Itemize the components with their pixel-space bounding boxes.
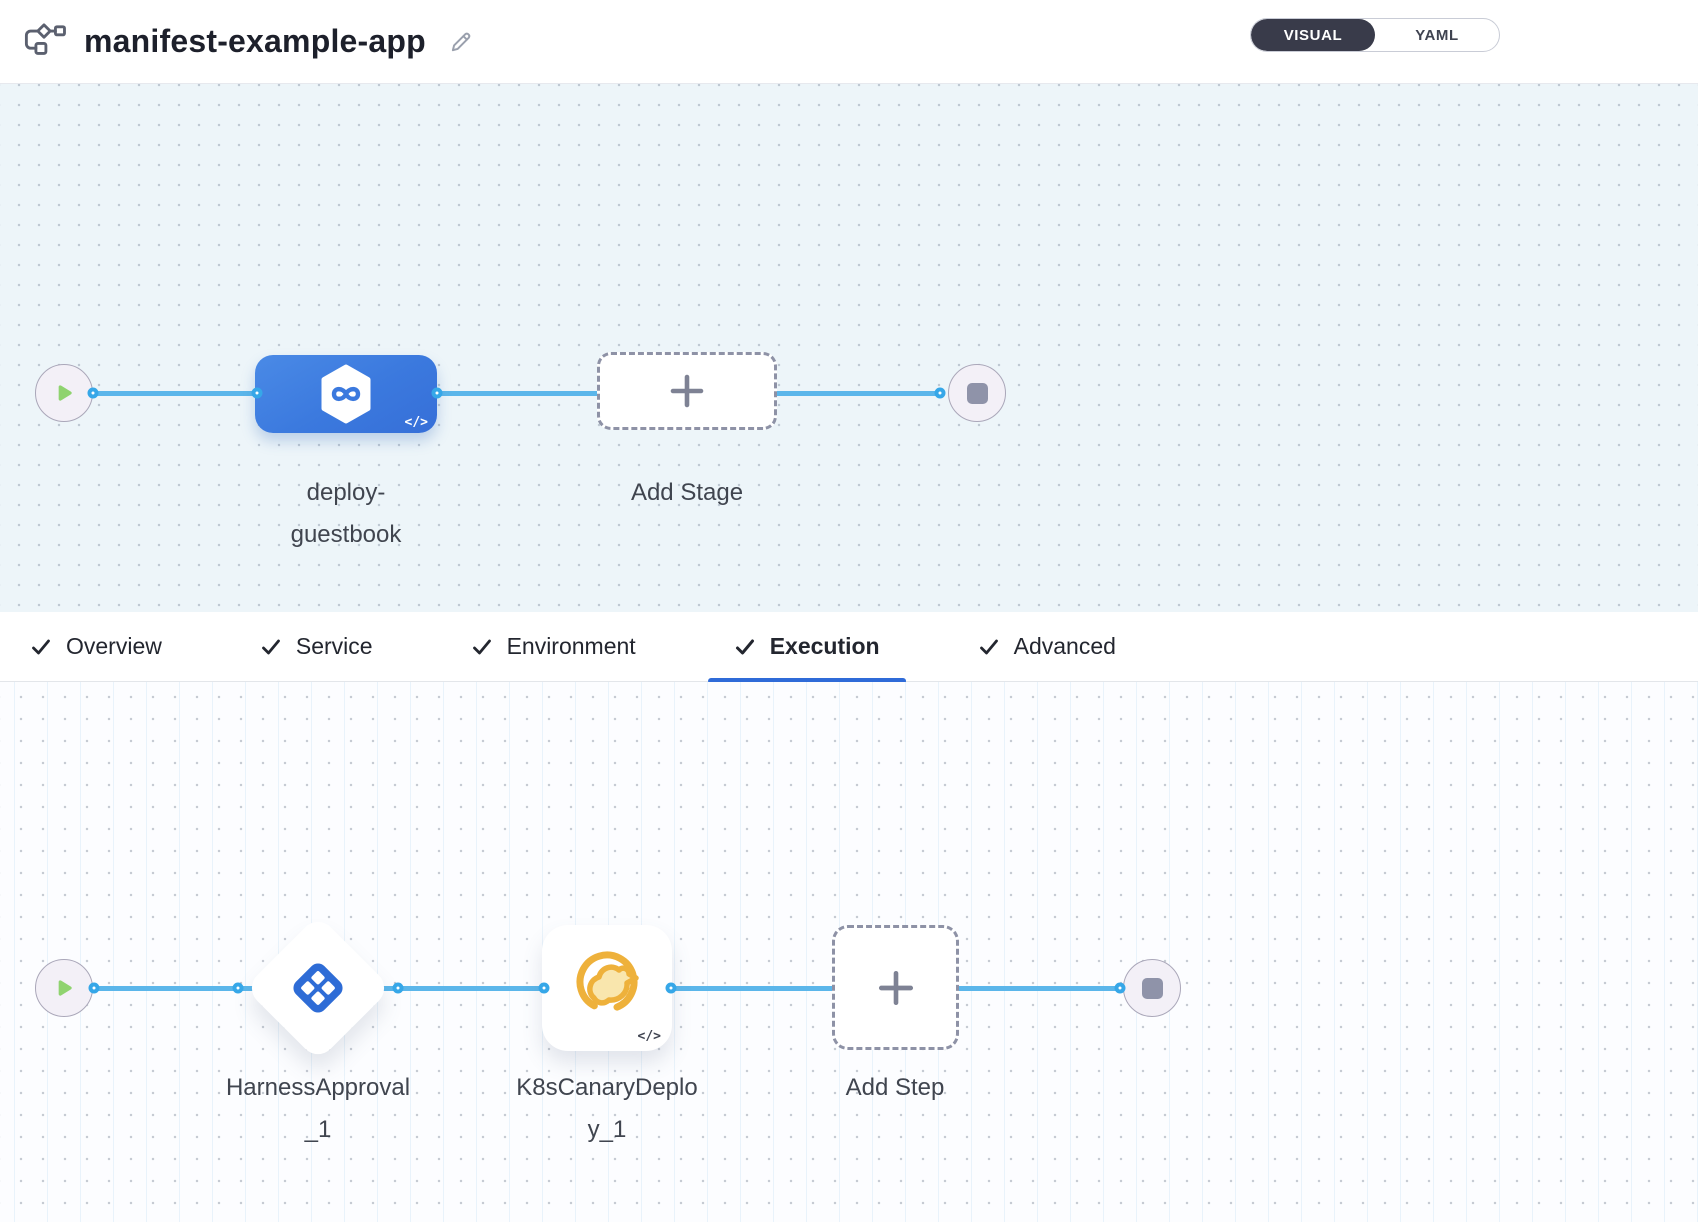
stage-code-badge[interactable]: </> [404,415,428,430]
header: manifest-example-app VISUAL YAML [0,0,1698,84]
connector-port [251,387,263,399]
connector-port [431,387,443,399]
step-node-harness-approval[interactable] [244,914,392,1062]
add-stage-button[interactable] [597,352,777,430]
pipeline-end-node [948,364,1006,422]
connector-port [1114,982,1126,994]
page-title: manifest-example-app [84,23,426,59]
stop-icon [966,382,988,404]
stage-pipeline-canvas[interactable]: </> deploy-guestbook Add Stage [0,84,1698,612]
connector-port [538,982,550,994]
tab-overview[interactable]: Overview [30,612,162,681]
tab-service[interactable]: Service [260,612,373,681]
tab-environment[interactable]: Environment [471,612,636,681]
execution-steps-canvas[interactable]: </> HarnessApproval_1 K8sCanaryDeploy_1 … [0,682,1698,1222]
execution-start-node [35,959,93,1017]
connector-port [665,982,677,994]
visual-toggle-button[interactable]: VISUAL [1251,19,1375,51]
stage-label: deploy-guestbook [290,479,402,548]
check-icon [261,639,280,654]
play-icon [58,980,72,996]
stage-connector-line [93,391,940,396]
tab-advanced[interactable]: Advanced [978,612,1116,681]
yaml-toggle-button[interactable]: YAML [1415,26,1459,44]
pipeline-icon [24,22,66,55]
connector-port [88,982,100,994]
add-step-label: Add Step [845,1074,945,1101]
execution-end-node [1123,959,1181,1017]
tab-label: Advanced [1013,633,1116,659]
connector-port [934,387,946,399]
step-code-badge[interactable]: </> [637,1029,661,1044]
tab-label: Overview [66,633,162,659]
canary-step-label: K8sCanaryDeploy_1 [516,1074,698,1143]
view-mode-toggle: VISUAL YAML [1250,18,1500,52]
connector-port [392,982,404,994]
tab-label: Environment [506,633,636,659]
plus-icon [878,970,913,1005]
cd-stage-hexagon-icon [321,364,371,424]
connector-port [87,387,99,399]
add-stage-label: Add Stage [630,479,744,506]
play-icon [58,385,72,401]
pipeline-start-node [35,364,93,422]
stop-icon [1141,977,1163,999]
plus-icon [670,374,704,408]
check-icon [472,639,491,654]
step-node-k8s-canary-deploy[interactable]: </> [542,925,672,1051]
connector-port [232,982,244,994]
stage-node-deploy-guestbook[interactable]: </> [255,355,437,433]
tab-label: Execution [769,633,880,659]
tab-label: Service [295,633,373,659]
check-icon [979,639,998,654]
approval-step-label: HarnessApproval_1 [225,1074,411,1143]
add-step-button[interactable] [832,925,959,1050]
stage-config-tabbar: Overview Service Environment Execution A… [0,612,1698,682]
tab-execution[interactable]: Execution [734,612,880,681]
check-icon [735,639,754,654]
check-icon [32,639,50,654]
edit-pencil-icon[interactable] [448,29,474,55]
